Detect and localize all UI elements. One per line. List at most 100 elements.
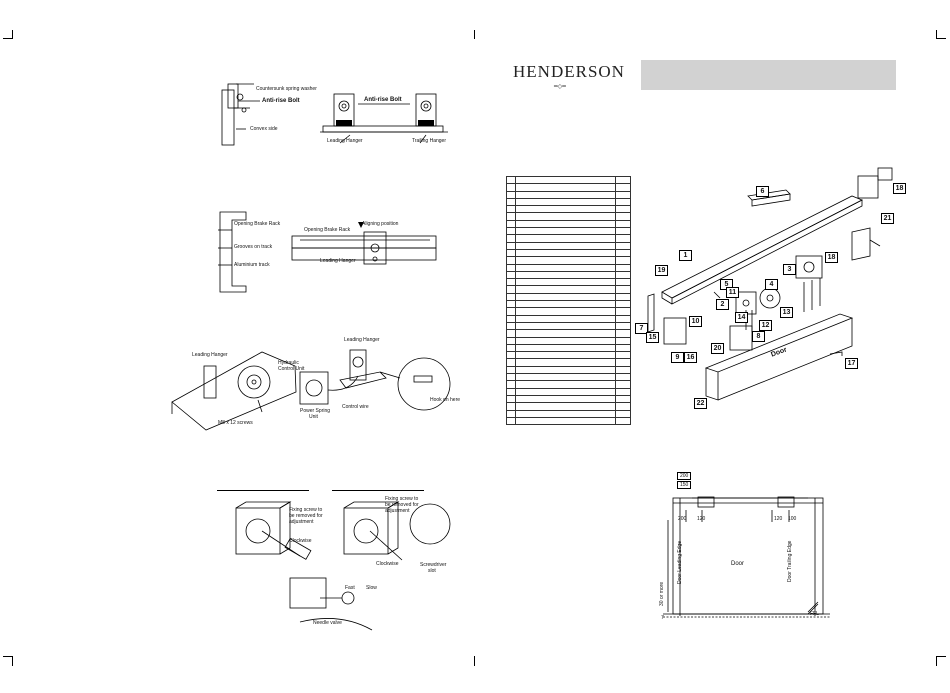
parts-table-cell xyxy=(515,227,616,236)
parts-table-cell xyxy=(515,372,616,382)
crop-mark xyxy=(3,38,13,39)
parts-table-row xyxy=(506,409,631,418)
parts-table-cell xyxy=(615,270,631,280)
parts-table-cell xyxy=(615,365,631,375)
parts-table-cell xyxy=(515,314,616,323)
label-leading-hanger-3: Leading Hanger xyxy=(192,352,228,358)
callout-1: 1 xyxy=(679,250,692,261)
label-leading-hanger: Leading Hanger xyxy=(327,138,363,144)
parts-table-cell xyxy=(506,212,516,221)
callout-16: 16 xyxy=(684,352,697,363)
parts-table-row xyxy=(506,365,631,375)
parts-table-cell xyxy=(506,416,516,426)
seven-label: 7 xyxy=(661,615,664,621)
exploded-drawing xyxy=(647,167,893,401)
parts-table-cell xyxy=(506,394,516,404)
parts-table-cell xyxy=(615,205,631,214)
parts-table-cell xyxy=(615,336,631,345)
callout-9: 9 xyxy=(671,352,684,363)
label-anti-rise: Anti-rise Bolt xyxy=(262,98,300,104)
callout-3: 3 xyxy=(783,264,796,275)
parts-table-cell xyxy=(506,372,516,382)
parts-table-row xyxy=(506,372,631,382)
parts-table-row xyxy=(506,314,631,323)
parts-table-cell xyxy=(515,321,616,331)
callout-2: 2 xyxy=(716,299,729,310)
parts-table-row xyxy=(506,387,631,396)
parts-table-cell xyxy=(515,343,616,353)
label-control-unit: Control Unit xyxy=(278,366,305,372)
parts-table-row xyxy=(506,402,631,411)
parts-table-row xyxy=(506,241,631,250)
parts-table-cell xyxy=(515,336,616,345)
crop-mark xyxy=(936,38,946,39)
parts-table-cell xyxy=(515,256,616,265)
crop-mark xyxy=(474,30,475,39)
callout-17: 17 xyxy=(845,358,858,369)
parts-table-cell xyxy=(515,248,616,258)
parts-table-cell xyxy=(515,416,616,426)
ffl-label: FFL xyxy=(810,611,819,617)
door-label: Door xyxy=(770,346,788,359)
label-fixing-r1: Fixing screw to xyxy=(385,496,419,502)
parts-table-cell xyxy=(515,351,616,360)
parts-table-row xyxy=(506,175,631,185)
parts-table-row xyxy=(506,321,631,331)
callout-18-top: 18 xyxy=(893,183,906,194)
parts-table-cell xyxy=(506,278,516,287)
control-unit-drawing xyxy=(171,349,451,431)
label-clockwise-2: Clockwise xyxy=(376,561,399,567)
crop-mark xyxy=(3,656,13,657)
parts-table-cell xyxy=(615,263,631,272)
parts-table-cell xyxy=(506,343,516,353)
parts-table-cell xyxy=(506,336,516,345)
parts-table-row xyxy=(506,329,631,338)
parts-table-cell xyxy=(515,263,616,272)
label-needle-valve: Needle valve xyxy=(313,620,342,626)
parts-table-row xyxy=(506,358,631,367)
label-screws: M8 x 12 screws xyxy=(218,420,253,426)
label-fixing-r2: be removed for xyxy=(385,502,419,508)
dim-100: 100 xyxy=(788,516,797,522)
parts-table-cell xyxy=(515,387,616,396)
parts-table-cell xyxy=(615,409,631,418)
parts-table-row xyxy=(506,270,631,280)
parts-table-cell xyxy=(506,256,516,265)
parts-table-cell xyxy=(506,285,516,294)
dim-150: 150 xyxy=(677,481,692,489)
parts-table-cell xyxy=(506,365,516,375)
parts-table-cell xyxy=(615,394,631,404)
trailing-edge-label: Door Trailing Edge xyxy=(787,540,793,582)
parts-table-cell xyxy=(506,190,516,199)
parts-table-cell xyxy=(506,314,516,323)
parts-table xyxy=(506,175,631,426)
parts-table-cell xyxy=(515,402,616,411)
parts-table-row xyxy=(506,205,631,214)
label-grooves: Grooves on track xyxy=(234,244,273,250)
dim-200-left: 200 xyxy=(678,516,687,522)
parts-table-cell xyxy=(515,307,616,316)
parts-table-cell xyxy=(615,329,631,338)
crop-mark xyxy=(936,656,937,666)
parts-table-cell xyxy=(615,358,631,367)
parts-table-cell xyxy=(515,329,616,338)
parts-table-row xyxy=(506,292,631,302)
callout-10: 10 xyxy=(689,316,702,327)
title-box xyxy=(641,60,896,90)
label-fixing-l2: be removed for xyxy=(289,513,323,519)
label-control-wire: Control wire xyxy=(342,404,369,410)
label-brake-rack-2: Opening Brake Rack xyxy=(304,227,351,233)
label-clockwise: Clockwise xyxy=(289,538,312,544)
parts-table-row xyxy=(506,300,631,309)
parts-table-cell xyxy=(515,278,616,287)
parts-table-cell xyxy=(515,219,616,229)
label-countersunk: Countersunk spring washer xyxy=(256,86,317,92)
parts-table-cell xyxy=(506,248,516,258)
parts-table-cell xyxy=(615,351,631,360)
dim-120-right: 120 xyxy=(774,516,783,522)
parts-table-row xyxy=(506,234,631,243)
parts-table-cell xyxy=(615,343,631,353)
label-trailing-hanger: Trailing Hanger xyxy=(412,138,446,144)
parts-table-cell xyxy=(506,241,516,250)
parts-table-cell xyxy=(506,387,516,396)
